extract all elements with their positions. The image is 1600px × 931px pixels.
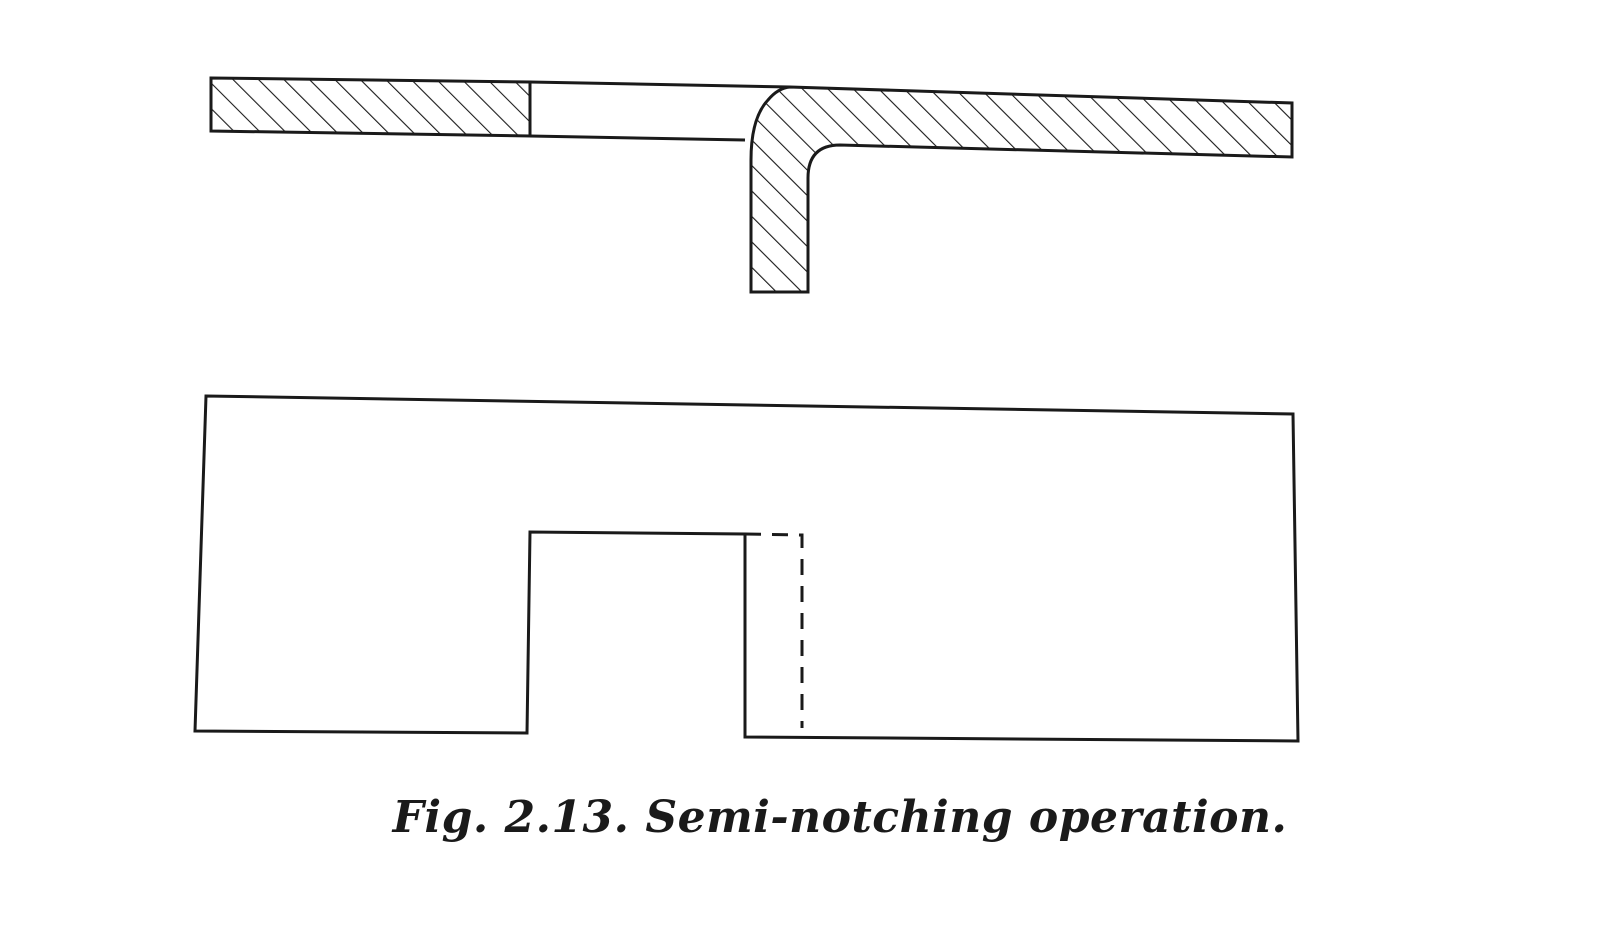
section-view (209, 76, 1294, 294)
plan-view (193, 394, 1300, 743)
figure-caption: Fig. 2.13. Semi-notching operation. (392, 792, 1288, 843)
notch-gap-outline (529, 80, 791, 142)
bent-flange-section (749, 85, 1294, 294)
blank-outline (193, 394, 1300, 743)
bend-line-dashed (744, 532, 804, 728)
left-strip-section (209, 76, 532, 138)
